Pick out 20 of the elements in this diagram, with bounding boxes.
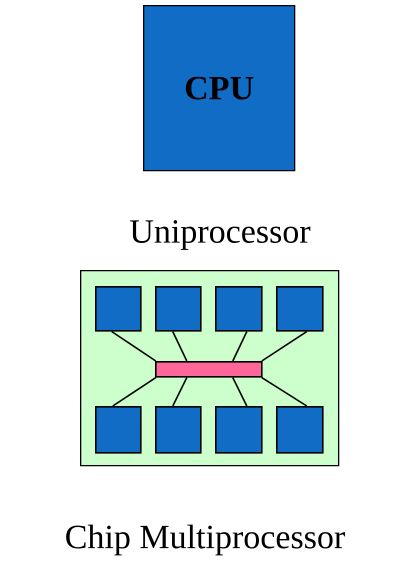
core-box [215,286,263,332]
connector-line [111,330,156,362]
connector-line [112,376,156,407]
connector-line [261,330,308,362]
core-box [276,286,324,332]
core-box [95,406,142,454]
node-label: Uniprocessor [130,220,310,250]
core-box [215,406,263,454]
connector-line [172,331,188,362]
connector-line [232,377,248,406]
core-box [155,406,202,454]
connector-line [261,376,308,407]
connector-line [232,331,248,362]
core-box [155,286,202,332]
connector-line [172,377,188,406]
node-label: Chip Multiprocessor [66,524,345,556]
cpu-box: CPU [143,5,296,172]
core-box [95,286,142,332]
bus-bar [155,361,263,378]
core-box [276,406,324,454]
